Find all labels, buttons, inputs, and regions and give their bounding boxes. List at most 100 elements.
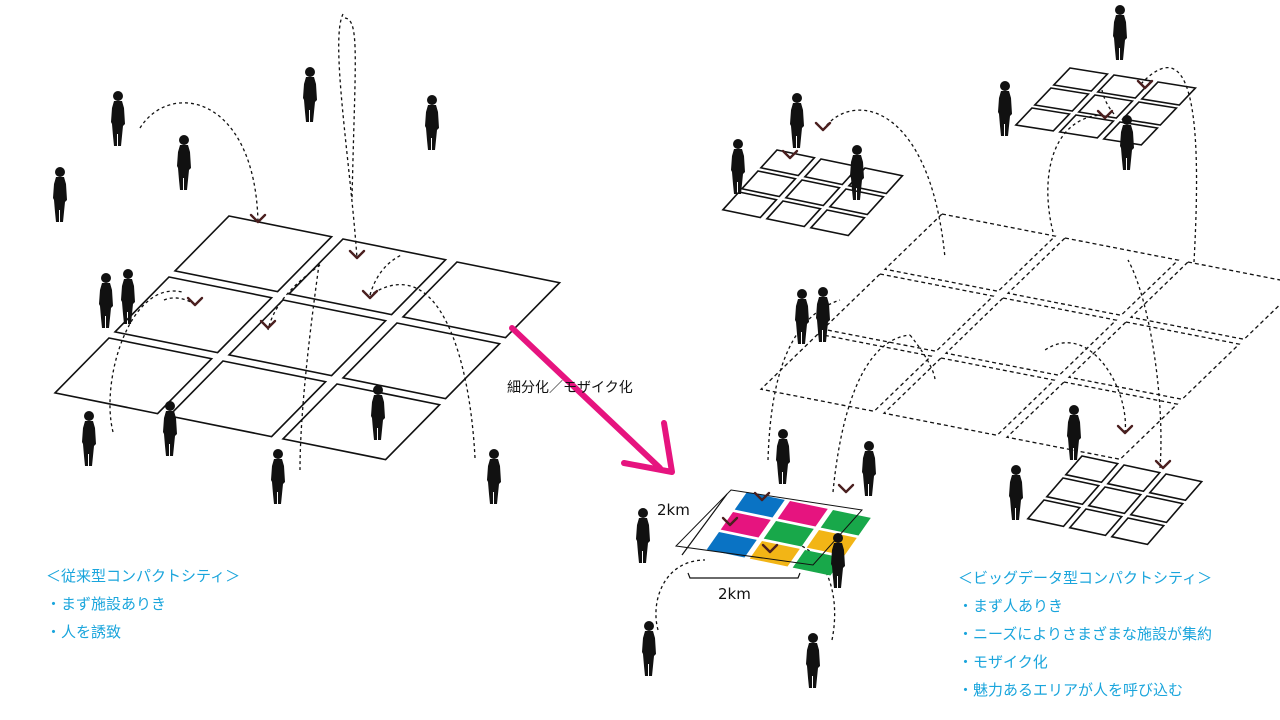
local-block [1026, 499, 1082, 528]
city-block [341, 322, 502, 400]
arrival-marker [1116, 424, 1134, 435]
dimension-label-horizontal: 2km [718, 585, 751, 603]
movement-arc [1139, 67, 1198, 263]
person-silhouette [731, 139, 745, 194]
local-block [1148, 473, 1204, 502]
local-block [1045, 477, 1101, 506]
city-block [281, 383, 442, 461]
person-silhouette [795, 289, 809, 344]
conventional-city-grid [53, 215, 562, 461]
mosaic-tile [734, 492, 785, 518]
arrival-marker [721, 516, 739, 527]
movement-arc [822, 109, 946, 259]
person-silhouette [862, 441, 876, 496]
person-silhouette [1067, 405, 1081, 460]
movement-arc [338, 13, 358, 259]
conventional-movement-arcs [109, 13, 476, 471]
person-silhouette [1009, 465, 1023, 520]
city-block [227, 299, 388, 377]
person-silhouette [806, 633, 820, 688]
local-block [828, 188, 885, 216]
local-block [1102, 121, 1160, 146]
city-block [167, 360, 328, 438]
city-block [1067, 321, 1241, 401]
city-block [944, 297, 1118, 377]
city-block [821, 273, 995, 353]
mosaic-tile [820, 510, 871, 536]
movement-arc [1101, 89, 1116, 116]
movement-arc [139, 102, 259, 223]
person-silhouette [642, 621, 656, 676]
person-silhouette [790, 93, 804, 148]
bigdata-caption-title: ＜ビッグデータ型コンパクトシティ＞ [958, 569, 1213, 587]
city-block [401, 261, 562, 339]
movement-arc [369, 283, 476, 459]
local-block [765, 200, 822, 228]
local-block [759, 149, 816, 177]
city-block [1005, 381, 1179, 461]
movement-arc [369, 254, 402, 296]
person-silhouette [121, 269, 135, 324]
arrival-marker [753, 491, 771, 502]
local-block [1064, 455, 1120, 484]
local-block [803, 158, 860, 186]
movement-arc [655, 559, 706, 631]
movement-arc [267, 264, 321, 331]
mosaic-tile [763, 521, 814, 547]
person-silhouette [82, 411, 96, 466]
movement-arc [1047, 114, 1101, 233]
conventional-caption-title: ＜従来型コンパクトシティ＞ [46, 567, 241, 585]
arrival-marker [761, 543, 779, 554]
mosaic-tile [706, 532, 757, 558]
person-silhouette [303, 67, 317, 122]
local-block [1129, 495, 1185, 524]
bigdata-caption-item: ・ニーズによりさまざまな施設が集約 [958, 625, 1212, 643]
mosaic-outline [674, 489, 863, 566]
local-block [784, 179, 841, 207]
person-silhouette [271, 449, 285, 504]
local-block [721, 191, 778, 219]
movement-arc [909, 334, 936, 381]
person-silhouette [776, 429, 790, 484]
movement-arc [1044, 342, 1127, 434]
local-block [1058, 114, 1116, 139]
city-block [1006, 237, 1180, 317]
movement-arc [799, 544, 836, 641]
mosaic-tile [777, 501, 828, 527]
bigdata-caption-item: ・モザイク化 [958, 653, 1048, 671]
arrival-marker [1096, 109, 1114, 120]
local-block [1096, 74, 1154, 99]
person-silhouette [99, 273, 113, 328]
city-block [882, 357, 1056, 437]
local-block [1140, 81, 1198, 106]
bigdata-caption-item: ・まず人ありき [958, 597, 1064, 615]
arrival-marker [814, 121, 832, 132]
arrival-marker [249, 213, 267, 224]
person-silhouette [487, 449, 501, 504]
dimension-label-vertical: 2km [657, 501, 690, 519]
bigdata-caption-item: ・魅力あるエリアが人を呼び込む [958, 681, 1184, 699]
local-block [1068, 508, 1124, 537]
mosaic-grid [674, 489, 871, 576]
mosaic-tile [720, 512, 771, 538]
city-block [1129, 261, 1280, 341]
local-block [1077, 94, 1135, 119]
local-block [1033, 87, 1091, 112]
arrival-marker [361, 289, 379, 300]
movement-arc [832, 334, 911, 493]
person-silhouette [425, 95, 439, 150]
bigdata-caption: ＜ビッグデータ型コンパクトシティ＞ ・まず人ありき ・ニーズによりさまざまな施設… [958, 564, 1212, 704]
arrival-markers [186, 79, 1172, 554]
city-block [883, 213, 1057, 293]
city-block [173, 215, 334, 293]
mosaic-tile [749, 541, 800, 567]
local-block [1014, 107, 1072, 132]
arrival-marker [781, 149, 799, 160]
movement-arc [299, 261, 320, 471]
mosaic-tile [806, 530, 857, 556]
person-silhouette [998, 81, 1012, 136]
local-block [809, 209, 866, 237]
city-block [113, 276, 274, 354]
person-silhouette [53, 167, 67, 222]
